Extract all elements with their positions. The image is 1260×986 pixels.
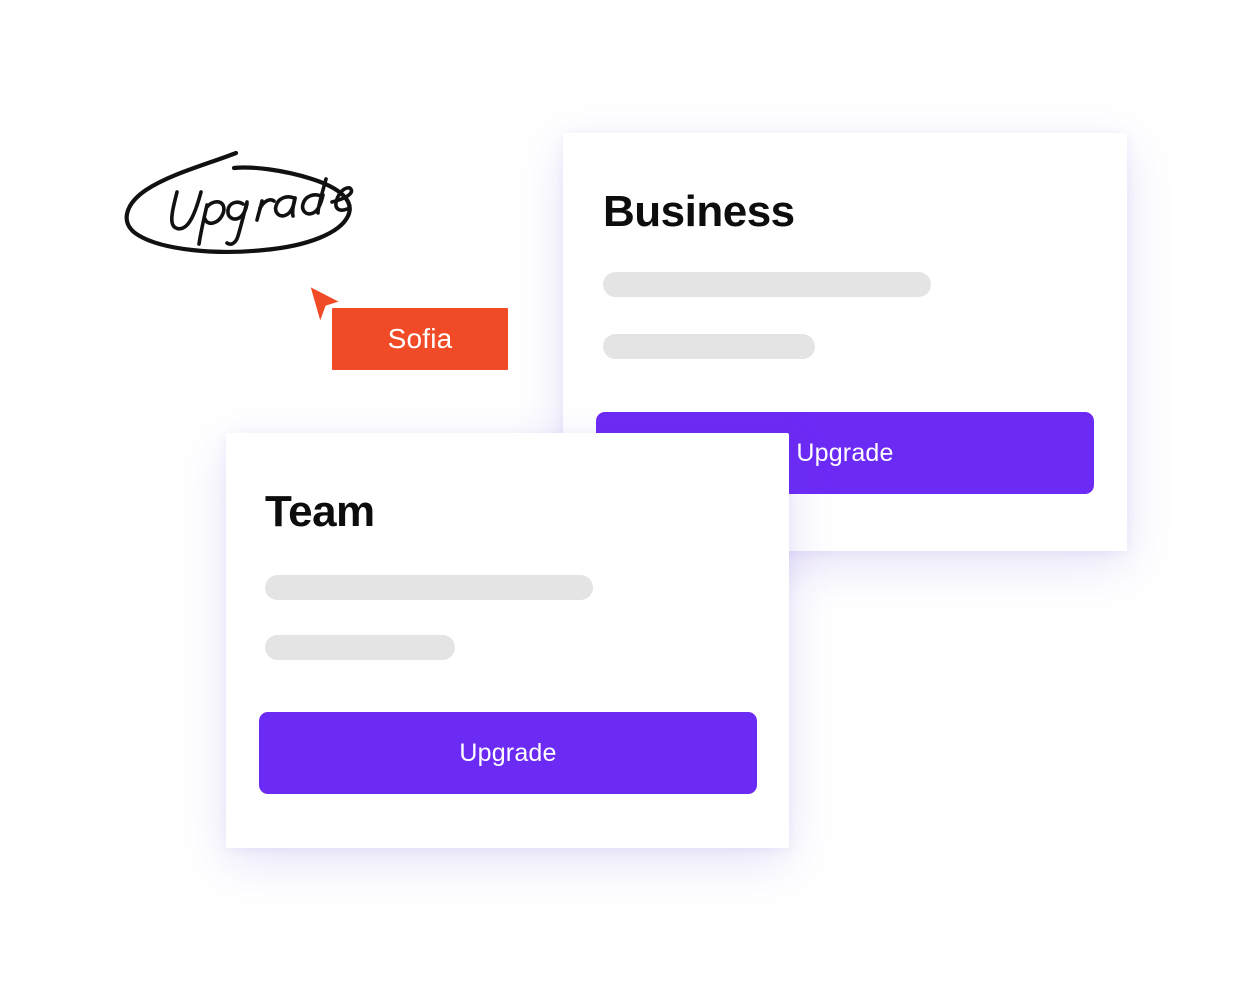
plan-title-team: Team (265, 487, 375, 536)
handwritten-word-upgrade (170, 177, 354, 246)
hand-drawn-ellipse-icon (124, 150, 352, 254)
placeholder-bar (603, 334, 815, 359)
handwritten-annotation (112, 136, 372, 268)
placeholder-bar (265, 635, 455, 660)
arrow-pointer-icon (305, 281, 351, 333)
plan-title-business: Business (603, 187, 795, 236)
placeholder-bar (603, 272, 931, 297)
placeholder-bar (265, 575, 593, 600)
annotation-svg (124, 150, 354, 254)
upgrade-button-team[interactable]: Upgrade (259, 712, 757, 794)
plan-card-team[interactable]: Team Upgrade (226, 433, 789, 848)
cursor-name-label: Sofia (332, 308, 508, 370)
